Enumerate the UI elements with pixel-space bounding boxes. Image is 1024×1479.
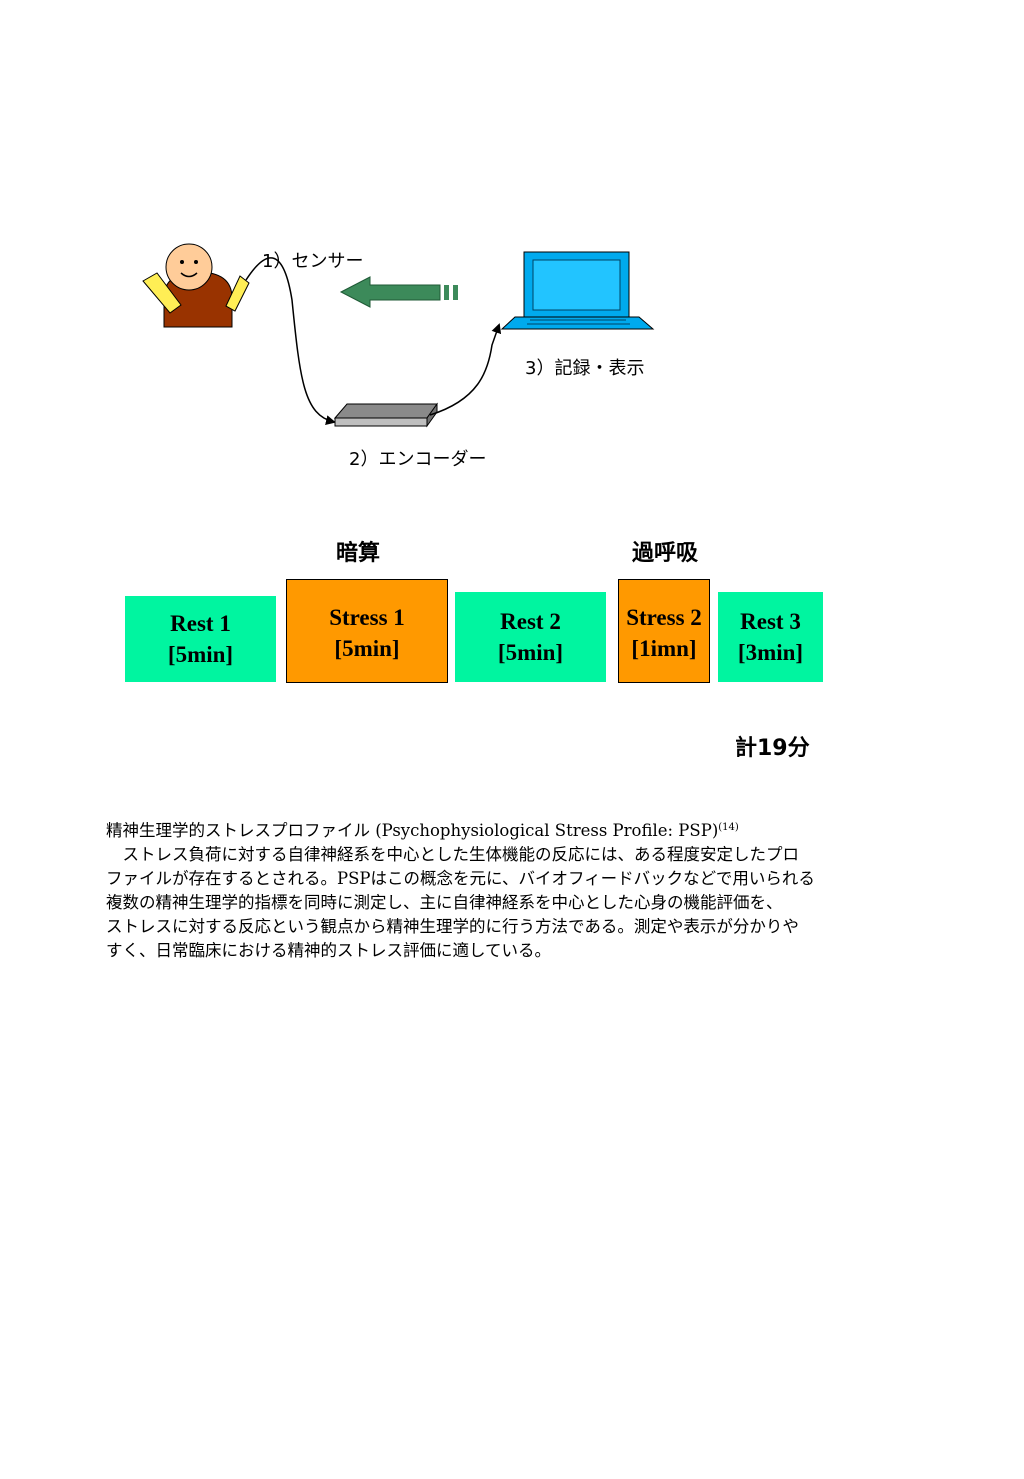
block-name: Rest 2 xyxy=(500,609,561,634)
block-duration: [5min] xyxy=(497,640,564,665)
description-line: ストレスに対する反応という観点から精神生理学的に行う方法である。測定や表示が分か… xyxy=(106,917,799,936)
description-title: 精神生理学的ストレスプロファイル (Psychophysiological St… xyxy=(106,821,739,840)
feedback-arrow-icon xyxy=(339,276,458,308)
protocol-block-stress-2: Stress 2 [1imn] xyxy=(618,579,710,683)
block-duration: [3min] xyxy=(737,640,804,665)
block-name: Rest 3 xyxy=(740,609,801,634)
record-label: 3）記録・表示 xyxy=(525,358,645,379)
encoder-icon xyxy=(333,402,438,428)
block-name: Stress 2 xyxy=(626,605,702,630)
data-wire xyxy=(429,323,502,416)
block-name: Stress 1 xyxy=(329,605,405,630)
description-line: ファイルが存在するとされる。PSPはこの概念を元に、バイオフィードバックなどで用… xyxy=(106,869,815,888)
protocol-block-rest-1: Rest 1 [5min] xyxy=(125,596,276,682)
protocol-block-rest-3: Rest 3 [3min] xyxy=(718,592,823,682)
total-duration: 計19分 xyxy=(735,736,810,761)
person-icon xyxy=(142,243,250,328)
protocol-block-stress-1: Stress 1 [5min] xyxy=(286,579,448,683)
laptop-icon xyxy=(500,251,655,330)
block-duration: [1imn] xyxy=(631,636,697,661)
description-line: ストレス負荷に対する自律神経系を中心とした生体機能の反応には、ある程度安定したプ… xyxy=(106,845,800,864)
sensor-wire xyxy=(245,257,336,426)
reference-marker: (14) xyxy=(718,822,739,833)
encoder-label: 2）エンコーダー xyxy=(349,449,487,470)
block-duration: [5min] xyxy=(334,636,400,661)
protocol-block-rest-2: Rest 2 [5min] xyxy=(455,592,606,682)
task-label-hyperventilation: 過呼吸 xyxy=(632,541,699,566)
sensor-label: 1）センサー xyxy=(262,251,364,272)
task-label-mental-arithmetic: 暗算 xyxy=(336,541,381,566)
description: 精神生理学的ストレスプロファイル (Psychophysiological St… xyxy=(106,816,926,963)
description-line: すく、日常臨床における精神的ストレス評価に適している。 xyxy=(106,941,552,960)
block-duration: [5min] xyxy=(167,642,234,667)
system-diagram xyxy=(142,243,655,428)
block-name: Rest 1 xyxy=(170,611,231,636)
description-line: 複数の精神生理学的指標を同時に測定し、主に自律神経系を中心とした心身の機能評価を… xyxy=(106,893,783,912)
